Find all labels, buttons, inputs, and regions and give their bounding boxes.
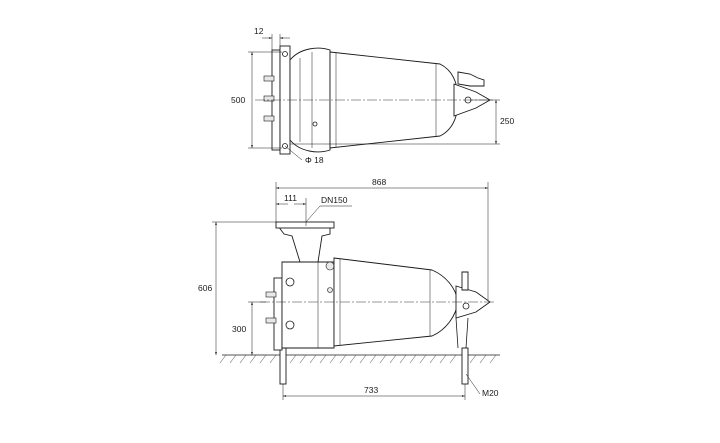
outlet-pipe — [277, 225, 331, 263]
rear-anchor-bolt — [461, 347, 469, 385]
top-dim-500: 500 — [231, 95, 245, 105]
ground-hatching — [219, 354, 497, 364]
top-dim-12: 12 — [254, 26, 264, 36]
side-dim-300: 300 — [232, 324, 246, 334]
side-cable-gland — [461, 271, 469, 291]
top-view: 12 500 250 Φ 18 — [231, 26, 514, 165]
top-flange-bolts — [263, 51, 288, 149]
side-dim-733: 733 — [364, 385, 378, 395]
outlet-flange — [275, 221, 335, 229]
side-dim-868: 868 — [372, 177, 386, 187]
side-flange-plate — [273, 277, 283, 351]
rear-support — [455, 317, 469, 349]
top-dim-250: 250 — [500, 116, 514, 126]
pump-volute — [281, 261, 335, 349]
side-dim-111: 111 — [284, 193, 297, 203]
top-dim-hole-18: Φ 18 — [305, 155, 324, 165]
front-anchor-bolt — [279, 347, 287, 385]
side-dim-606: 606 — [198, 283, 212, 293]
side-dim-dn150: DN150 — [321, 195, 348, 205]
side-dim-m20: M20 — [482, 388, 499, 398]
top-cable-gland — [457, 71, 485, 87]
side-view: 868 111 DN150 606 300 733 M20 — [198, 177, 500, 400]
side-flange-bolts — [265, 291, 277, 324]
